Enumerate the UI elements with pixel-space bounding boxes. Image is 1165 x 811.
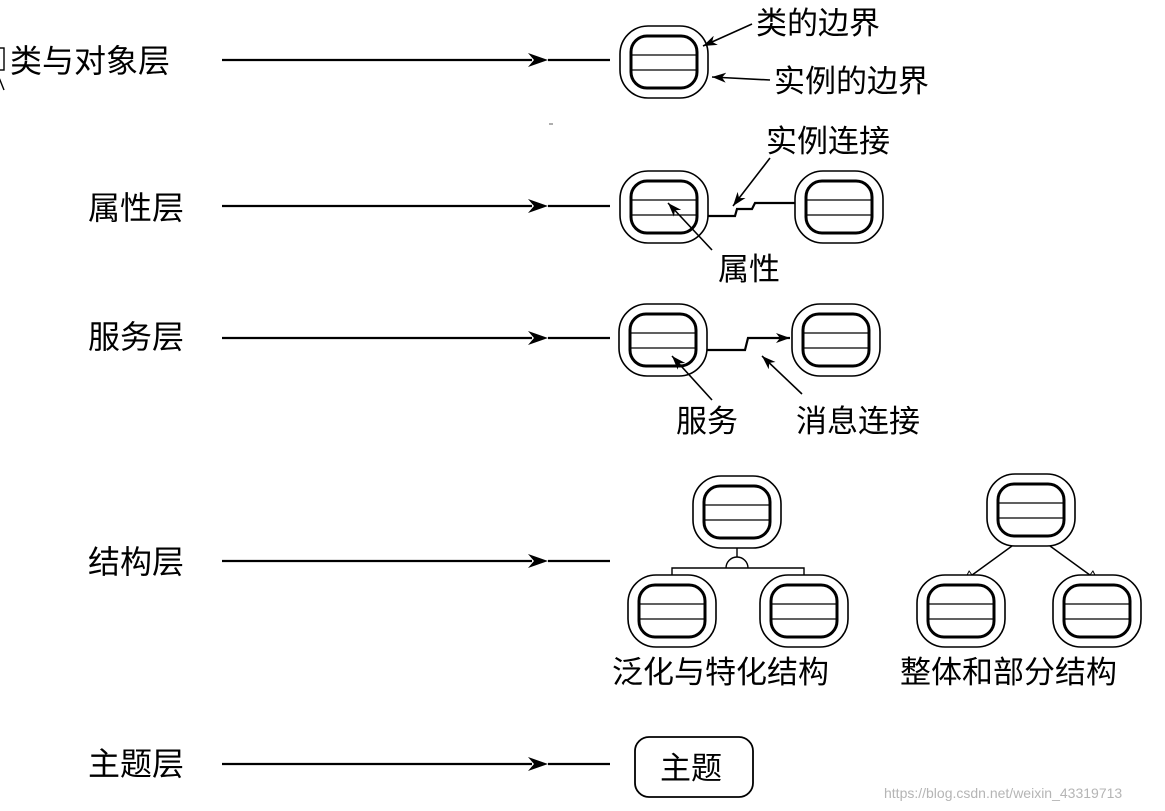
message-connection-line bbox=[707, 333, 790, 352]
callout-arrow-message-connection bbox=[761, 355, 803, 395]
layer-label-attribute: 属性层 bbox=[88, 189, 184, 227]
annotation-instance-connection: 实例连接 bbox=[766, 124, 890, 160]
clipped-edge-glyph bbox=[0, 47, 5, 91]
class-object-symbol bbox=[618, 24, 710, 100]
gen-spec-structure: 泛化与特化结构 bbox=[612, 474, 850, 691]
callout-arrow-instance-boundary bbox=[711, 72, 771, 83]
callout-arrow-instance-connection bbox=[732, 157, 771, 207]
layer-attribute: 属性层 实例连接 属性 bbox=[88, 124, 890, 288]
layer-class-object: 类与对象层 类的边界 实例的边界 bbox=[10, 6, 929, 100]
callout-arrow-attribute bbox=[667, 202, 713, 251]
whole-part-part-right-symbol bbox=[1051, 573, 1143, 649]
layer-label-class-object: 类与对象层 bbox=[10, 42, 170, 80]
whole-part-structure: 整体和部分结构 bbox=[900, 472, 1143, 691]
class-object-symbol-right bbox=[793, 169, 885, 245]
gen-spec-child-right-symbol bbox=[758, 573, 850, 649]
gen-spec-parent-symbol bbox=[691, 474, 783, 550]
annotation-class-boundary: 类的边界 bbox=[756, 6, 880, 42]
layer-label-structure: 结构层 bbox=[88, 543, 184, 581]
whole-part-link-right bbox=[1049, 545, 1094, 578]
annotation-service: 服务 bbox=[676, 404, 738, 440]
whole-part-whole-symbol bbox=[985, 472, 1077, 548]
watermark-text: https://blog.csdn.net/weixin_43319713 bbox=[884, 785, 1122, 801]
annotation-gen-spec-structure: 泛化与特化结构 bbox=[612, 655, 829, 691]
subject-box-label: 主题 bbox=[660, 751, 722, 787]
annotation-whole-part-structure: 整体和部分结构 bbox=[900, 655, 1117, 691]
layer-structure: 结构层 泛化与特化结构 整体和部分结构 bbox=[88, 472, 1143, 691]
whole-part-part-left-symbol bbox=[915, 573, 1007, 649]
annotation-attribute: 属性 bbox=[718, 252, 780, 288]
subject-box bbox=[634, 736, 754, 798]
layer-label-service: 服务层 bbox=[88, 318, 184, 356]
whole-part-link-left bbox=[968, 545, 1013, 578]
class-object-symbol-left bbox=[617, 302, 709, 378]
class-object-symbol-right bbox=[790, 302, 882, 378]
gen-spec-semicircle bbox=[725, 556, 749, 569]
instance-connection-line bbox=[708, 201, 795, 218]
annotation-instance-boundary: 实例的边界 bbox=[774, 64, 929, 100]
gen-spec-child-left-symbol bbox=[626, 573, 718, 649]
callout-arrow-class-boundary bbox=[702, 23, 753, 47]
callout-arrow-service bbox=[671, 355, 713, 401]
annotation-message-connection: 消息连接 bbox=[796, 404, 920, 440]
layer-service: 服务层 服务 消息连接 bbox=[88, 302, 920, 440]
layer-subject: 主题层 主题 bbox=[88, 736, 754, 798]
layer-label-subject: 主题层 bbox=[88, 745, 184, 783]
